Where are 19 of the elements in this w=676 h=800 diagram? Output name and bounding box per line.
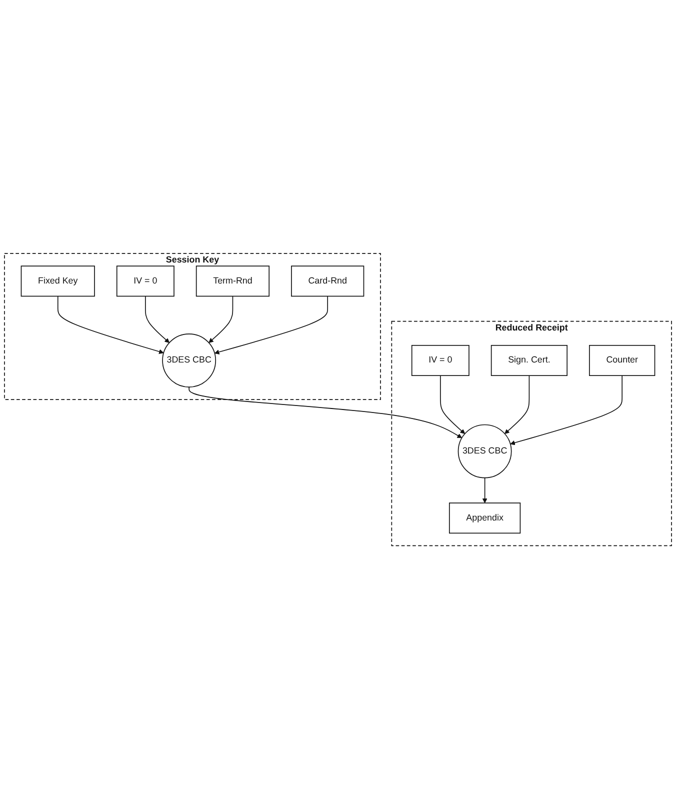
node-box: Sign. Cert. bbox=[490, 345, 568, 376]
node-circle: 3DES CBC bbox=[458, 424, 512, 479]
node-box: IV = 0 bbox=[116, 266, 174, 298]
node-box: Appendix bbox=[448, 502, 521, 534]
node-circle: 3DES CBC bbox=[162, 334, 216, 388]
node-box: Fixed Key bbox=[20, 266, 95, 298]
arrow bbox=[440, 376, 466, 434]
arrow bbox=[145, 296, 170, 344]
arrow bbox=[208, 296, 234, 344]
arrow bbox=[510, 376, 623, 446]
arrow bbox=[214, 296, 328, 355]
arrow bbox=[504, 376, 530, 434]
node-box: Counter bbox=[589, 345, 656, 376]
arrow bbox=[188, 387, 462, 439]
arrow bbox=[482, 478, 488, 504]
node-box: IV = 0 bbox=[411, 345, 470, 376]
arrow bbox=[57, 296, 164, 354]
node-box: Card-Rnd bbox=[291, 266, 364, 298]
node-box: Term-Rnd bbox=[196, 266, 270, 298]
